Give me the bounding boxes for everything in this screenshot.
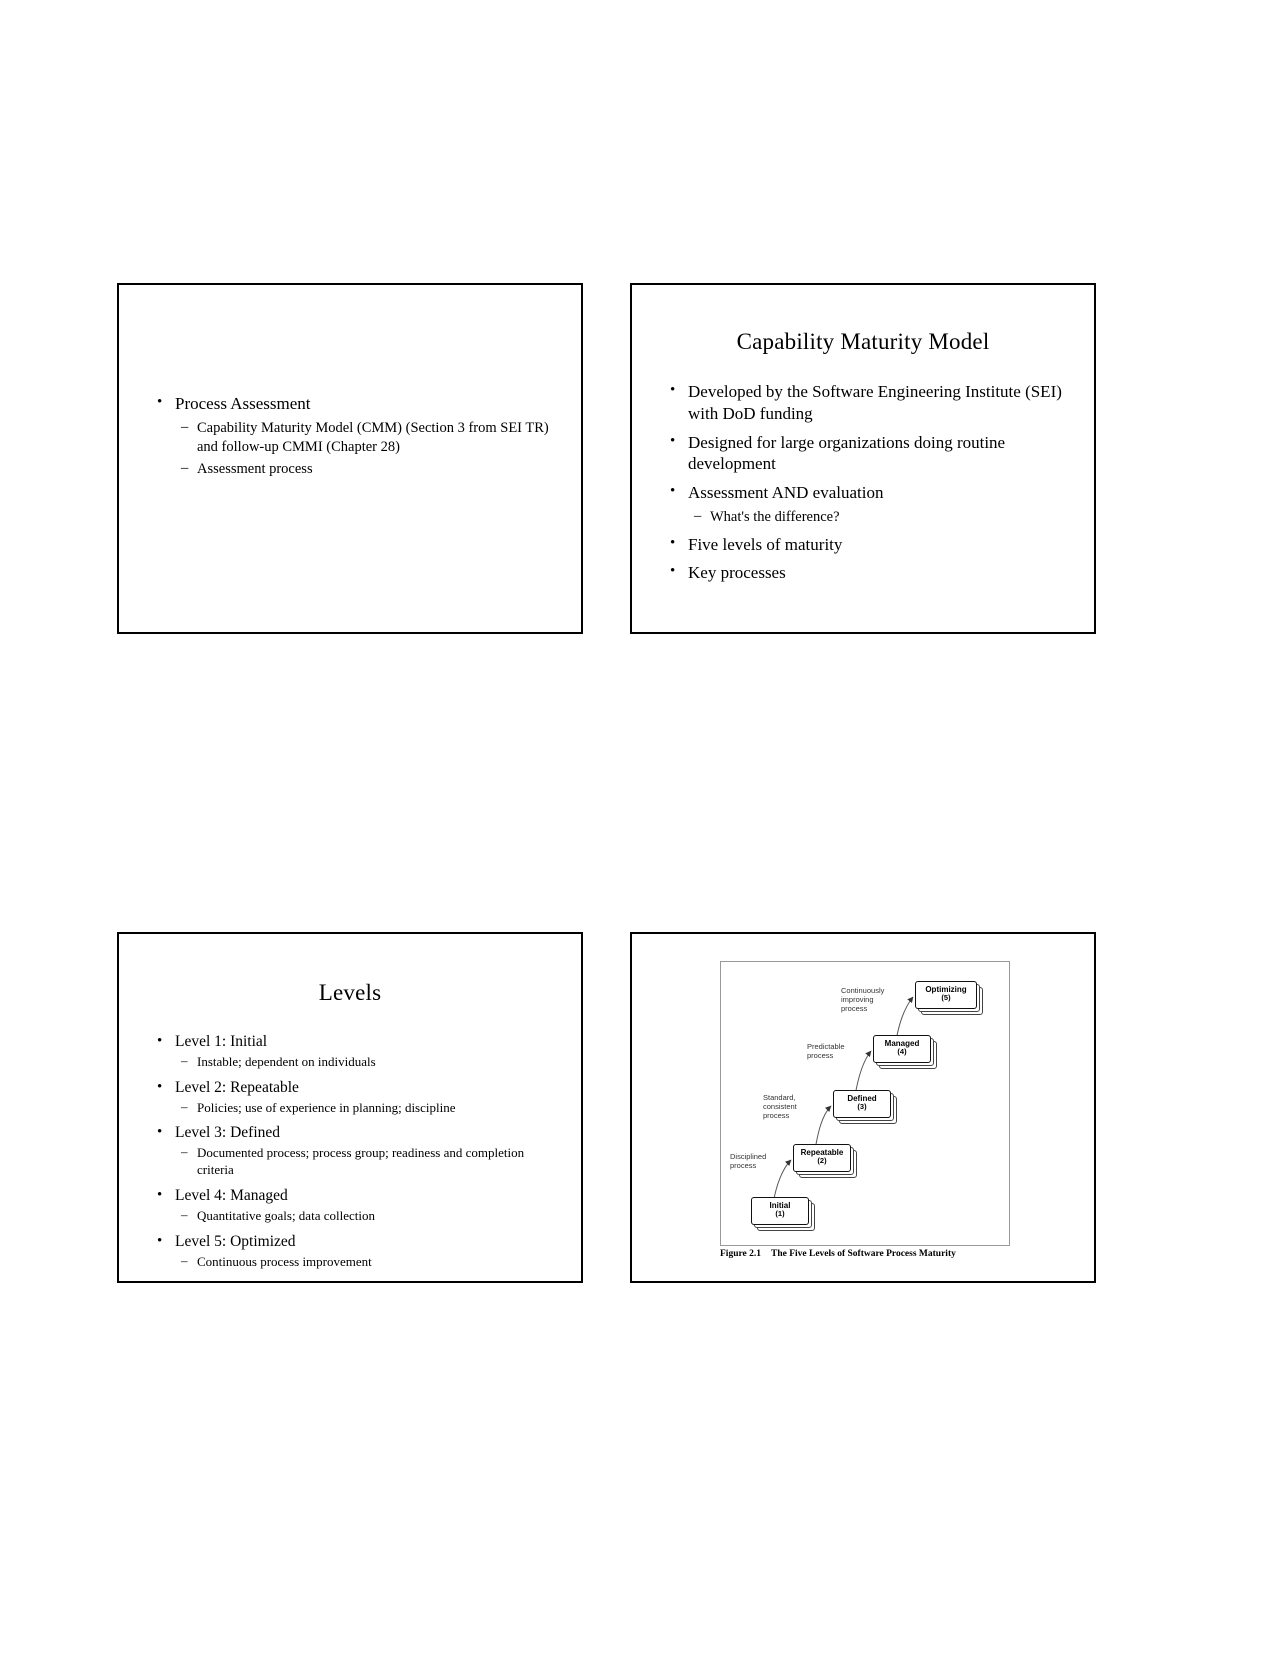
level-number: (2) bbox=[817, 1156, 827, 1166]
slide-five-levels-figure: Disciplined process Standard, consistent… bbox=[630, 932, 1096, 1283]
bullet-list: Process Assessment Capability Maturity M… bbox=[119, 393, 581, 479]
level-name: Managed bbox=[884, 1039, 920, 1048]
bullet-item: Process Assessment bbox=[119, 393, 581, 415]
sub-bullet-item: Continuous process improvement bbox=[119, 1253, 581, 1271]
slide-process-assessment: Process Assessment Capability Maturity M… bbox=[117, 283, 583, 634]
slide-levels: Levels Level 1: Initial Instable; depend… bbox=[117, 932, 583, 1283]
bullet-item: Assessment AND evaluation bbox=[632, 482, 1094, 504]
bullet-item: Level 5: Optimized bbox=[119, 1232, 581, 1252]
arrow-label-standard: Standard, consistent process bbox=[763, 1093, 797, 1120]
bullet-list: Developed by the Software Engineering In… bbox=[632, 381, 1094, 584]
box-face: Repeatable (2) bbox=[793, 1144, 851, 1172]
level-name: Defined bbox=[847, 1094, 877, 1103]
level-name: Optimizing bbox=[925, 985, 967, 994]
sub-bullet-item: Documented process; process group; readi… bbox=[119, 1144, 581, 1179]
sub-bullet-item: Instable; dependent on individuals bbox=[119, 1053, 581, 1071]
level-number: (5) bbox=[941, 993, 951, 1003]
level-name: Initial bbox=[769, 1201, 791, 1210]
bullet-item: Level 1: Initial bbox=[119, 1032, 581, 1052]
sub-bullet-item: Policies; use of experience in planning;… bbox=[119, 1099, 581, 1117]
cmm-level-box-optimizing: Optimizing (5) bbox=[915, 981, 983, 1015]
cmm-level-box-initial: Initial (1) bbox=[751, 1197, 815, 1231]
slide-title: Capability Maturity Model bbox=[736, 329, 990, 354]
bullet-item: Level 2: Repeatable bbox=[119, 1078, 581, 1098]
level-number: (1) bbox=[775, 1209, 785, 1219]
sub-bullet-item: Assessment process bbox=[119, 459, 581, 479]
sub-bullet-item: What's the difference? bbox=[632, 507, 1094, 527]
maturity-staircase-figure: Disciplined process Standard, consistent… bbox=[720, 961, 1010, 1246]
level-name: Repeatable bbox=[800, 1148, 844, 1157]
arrow-label-continuously: Continuously improving process bbox=[841, 986, 885, 1013]
box-face: Optimizing (5) bbox=[915, 981, 977, 1009]
bullet-item: Developed by the Software Engineering In… bbox=[632, 381, 1094, 425]
slide-title: Levels bbox=[318, 980, 382, 1005]
level-number: (4) bbox=[897, 1047, 907, 1057]
slide-capability-maturity-model: Capability Maturity Model Developed by t… bbox=[630, 283, 1096, 634]
cmm-level-box-defined: Defined (3) bbox=[833, 1090, 897, 1124]
bullet-item: Designed for large organizations doing r… bbox=[632, 432, 1094, 476]
figure-caption-label: Figure 2.1 bbox=[720, 1249, 761, 1259]
box-face: Defined (3) bbox=[833, 1090, 891, 1118]
sub-bullet-item: Capability Maturity Model (CMM) (Section… bbox=[119, 418, 581, 457]
bullet-item: Five levels of maturity bbox=[632, 534, 1094, 556]
figure-caption-text: The Five Levels of Software Process Matu… bbox=[771, 1249, 956, 1259]
cmm-level-box-managed: Managed (4) bbox=[873, 1035, 937, 1069]
sub-bullet-item: Quantitative goals; data collection bbox=[119, 1207, 581, 1225]
bullet-list: Level 1: Initial Instable; dependent on … bbox=[119, 1032, 581, 1270]
bullet-item: Level 4: Managed bbox=[119, 1186, 581, 1206]
bullet-item: Key processes bbox=[632, 562, 1094, 584]
arrow-label-predictable: Predictable process bbox=[807, 1042, 845, 1060]
cmm-level-box-repeatable: Repeatable (2) bbox=[793, 1144, 857, 1178]
level-number: (3) bbox=[857, 1102, 867, 1112]
bullet-item: Level 3: Defined bbox=[119, 1123, 581, 1143]
figure-caption: Figure 2.1 The Five Levels of Software Pr… bbox=[720, 1249, 1020, 1259]
box-face: Initial (1) bbox=[751, 1197, 809, 1225]
box-face: Managed (4) bbox=[873, 1035, 931, 1063]
arrow-label-disciplined: Disciplined process bbox=[730, 1152, 767, 1170]
